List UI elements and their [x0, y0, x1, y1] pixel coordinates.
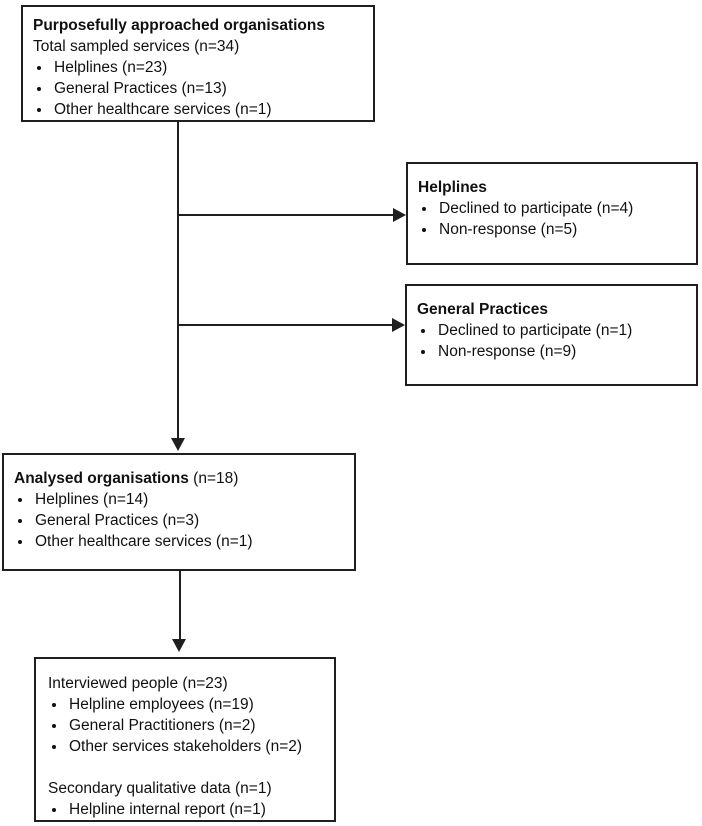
node-title: General Practices: [417, 301, 548, 318]
bullet-list: Helpline employees (n=19) General Practi…: [48, 694, 326, 757]
node-interviewed-people: Interviewed people (n=23) Helpline emplo…: [34, 657, 336, 822]
bullet-list: Declined to participate (n=1) Non-respon…: [417, 320, 688, 362]
node-title: Analysed organisations: [14, 470, 189, 487]
node-approached-organisations: Purposefully approached organisations To…: [21, 5, 375, 122]
bullet-item: Non-response (n=9): [436, 341, 688, 362]
connector-branch-helplines: [178, 214, 393, 216]
bullet-list: Helplines (n=14) General Practices (n=3)…: [14, 489, 346, 552]
node-helplines-excluded: Helplines Declined to participate (n=4) …: [406, 162, 698, 265]
bullet-list: Helpline internal report (n=1): [48, 799, 326, 820]
bullet-item: Non-response (n=5): [437, 219, 688, 240]
bullet-item: Helpline employees (n=19): [67, 694, 326, 715]
bullet-item: General Practices (n=3): [33, 510, 346, 531]
connector-vertical-to-interviewed: [179, 571, 181, 640]
bullet-item: General Practitioners (n=2): [67, 715, 326, 736]
blank-line: [48, 757, 326, 778]
arrowhead-down-to-analysed: [171, 438, 185, 451]
bullet-item: General Practices (n=13): [52, 78, 365, 99]
bullet-list: Declined to participate (n=4) Non-respon…: [418, 198, 688, 240]
bullet-item: Other healthcare services (n=1): [52, 99, 365, 120]
connector-branch-general-practices: [178, 324, 392, 326]
connector-vertical-main: [177, 122, 179, 439]
bullet-item: Other healthcare services (n=1): [33, 531, 346, 552]
node-general-practices-excluded: General Practices Declined to participat…: [405, 284, 698, 386]
node-title: Purposefully approached organisations: [33, 17, 325, 34]
bullet-item: Declined to participate (n=4): [437, 198, 688, 219]
node-secondary-title: Secondary qualitative data (n=1): [48, 780, 272, 797]
node-title-row: Analysed organisations (n=18): [14, 468, 346, 489]
bullet-item: Helpline internal report (n=1): [67, 799, 326, 820]
node-subtitle: Total sampled services (n=34): [33, 38, 240, 55]
arrowhead-right-to-helplines: [393, 208, 406, 222]
node-title: Interviewed people (n=23): [48, 675, 228, 692]
node-title: Helplines: [418, 179, 487, 196]
node-count: (n=18): [188, 470, 239, 487]
node-analysed-organisations: Analysed organisations (n=18) Helplines …: [2, 453, 356, 571]
bullet-item: Declined to participate (n=1): [436, 320, 688, 341]
bullet-item: Helplines (n=14): [33, 489, 346, 510]
bullet-item: Other services stakeholders (n=2): [67, 736, 326, 757]
arrowhead-down-to-interviewed: [172, 639, 186, 652]
bullet-list: Helplines (n=23) General Practices (n=13…: [33, 57, 365, 120]
arrowhead-right-to-general-practices: [392, 318, 405, 332]
bullet-item: Helplines (n=23): [52, 57, 365, 78]
